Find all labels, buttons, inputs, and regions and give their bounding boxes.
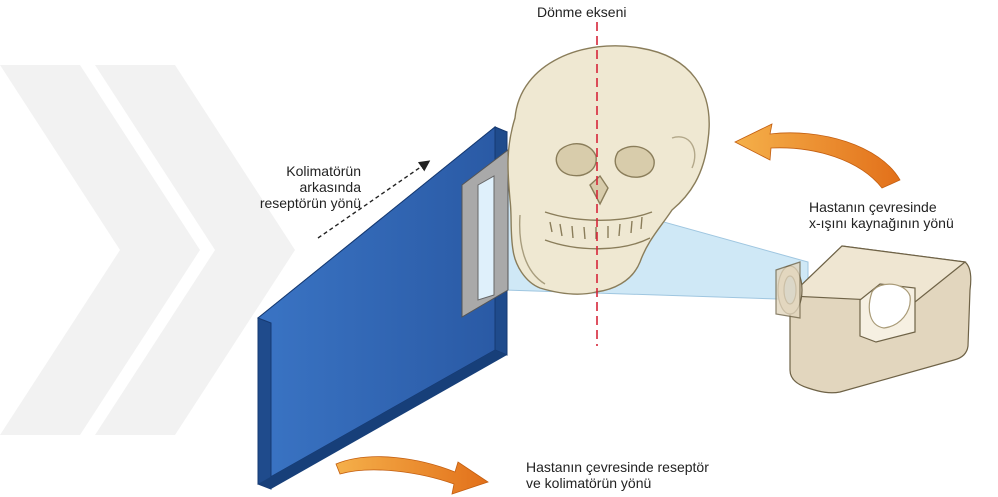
rotation-axis-label: Dönme ekseni bbox=[537, 4, 627, 20]
label-line: x-ışını kaynağının yönü bbox=[809, 215, 954, 231]
label-line: arkasında bbox=[245, 179, 361, 195]
label-line: Hastanın çevresinde bbox=[809, 199, 954, 215]
label-line: Kolimatörün bbox=[245, 163, 361, 179]
label-line: ve kolimatörün yönü bbox=[526, 475, 709, 491]
orange-curved-arrow-icon bbox=[336, 457, 488, 494]
receptor-behind-collimator-label: Kolimatörün arkasında reseptörün yönü bbox=[245, 163, 361, 211]
label-line: reseptörün yönü bbox=[245, 195, 361, 211]
watermark bbox=[0, 65, 295, 435]
orange-curved-arrow-icon bbox=[735, 124, 900, 188]
xray-source-direction-label: Hastanın çevresinde x-ışını kaynağının y… bbox=[809, 199, 954, 231]
label-line: Hastanın çevresinde reseptör bbox=[526, 459, 709, 475]
rotation-axis-text: Dönme ekseni bbox=[537, 4, 627, 20]
receptor-collimator-direction-label: Hastanın çevresinde reseptör ve kolimatö… bbox=[526, 459, 709, 491]
